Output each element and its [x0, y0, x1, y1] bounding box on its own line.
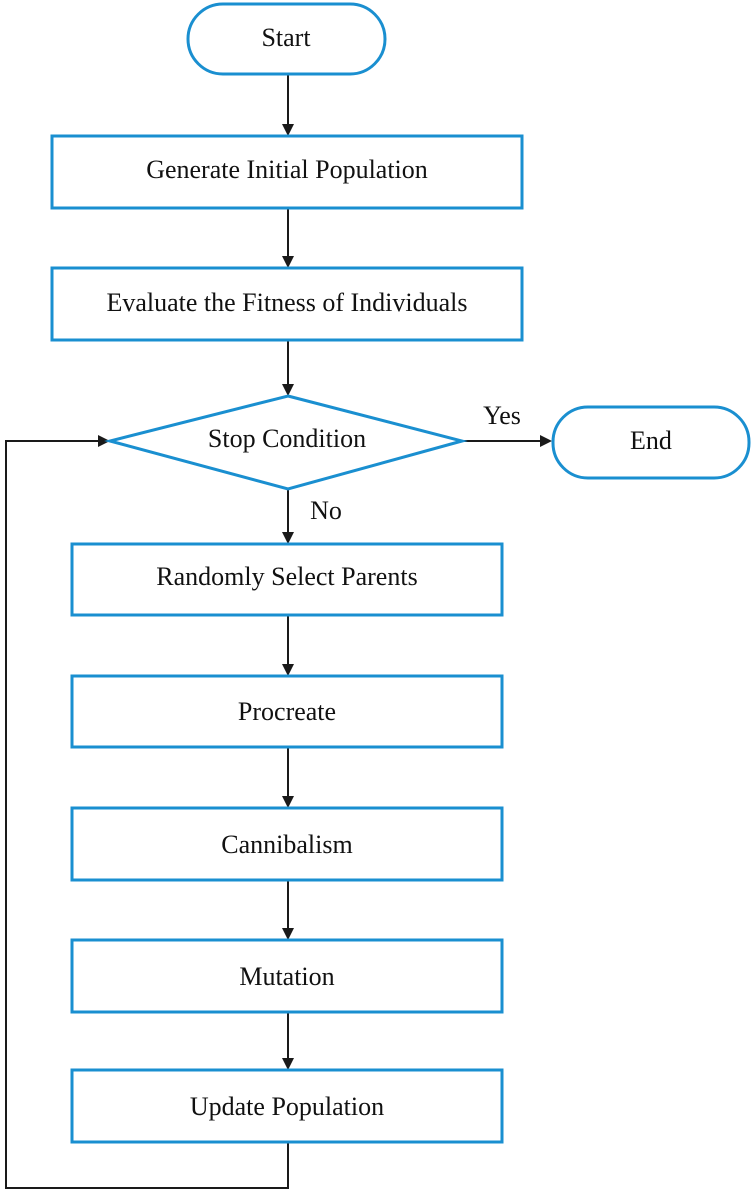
node-procreate-label: Procreate — [238, 697, 336, 726]
node-end-label: End — [630, 426, 672, 455]
node-update-label: Update Population — [190, 1092, 384, 1121]
node-end: End — [551, 405, 751, 480]
node-start-label: Start — [261, 23, 311, 52]
node-cannibalism-label: Cannibalism — [221, 830, 352, 859]
node-evaluate-label: Evaluate the Fitness of Individuals — [106, 288, 467, 317]
node-mutation-label: Mutation — [239, 962, 334, 991]
node-procreate: Procreate — [70, 674, 504, 749]
node-generate-initial-population: Generate Initial Population — [50, 134, 524, 210]
node-start: Start — [186, 2, 387, 76]
node-update-population: Update Population — [70, 1068, 504, 1144]
node-select-parents-label: Randomly Select Parents — [156, 562, 417, 591]
node-randomly-select-parents: Randomly Select Parents — [70, 542, 504, 617]
node-mutation: Mutation — [70, 938, 504, 1014]
edge-label-yes: Yes — [483, 401, 521, 430]
node-stop-condition: Stop Condition — [104, 394, 468, 491]
node-stop-condition-label: Stop Condition — [208, 424, 366, 453]
node-generate-label: Generate Initial Population — [146, 155, 428, 184]
edge-label-no: No — [310, 496, 342, 525]
edge-update-loop-to-stop — [5, 435, 289, 1189]
node-cannibalism: Cannibalism — [70, 806, 504, 882]
node-evaluate-fitness: Evaluate the Fitness of Individuals — [50, 266, 524, 342]
